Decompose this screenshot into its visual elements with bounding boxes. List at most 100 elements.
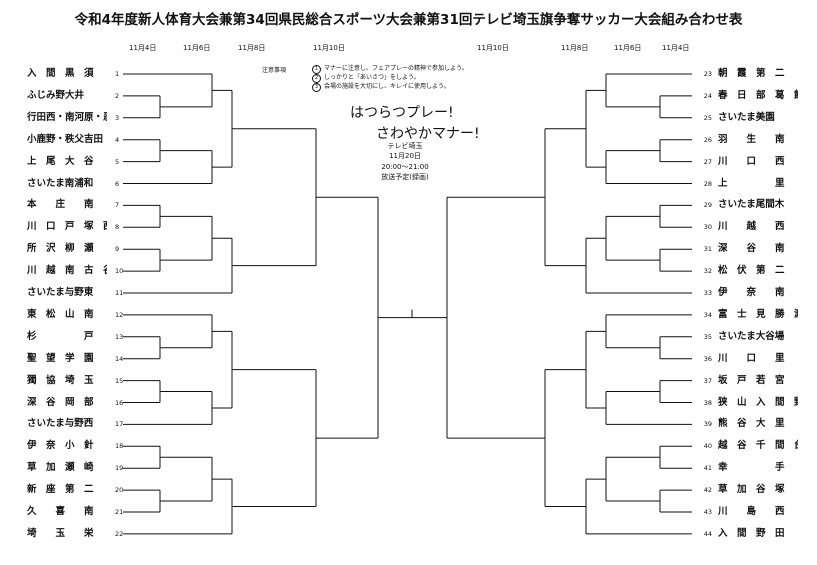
team-name: 深 谷 岡 部	[27, 396, 94, 408]
team-number: 39	[703, 420, 712, 429]
team-number: 17	[115, 420, 124, 429]
team-name: 伊 奈 南	[718, 287, 785, 298]
round2-date-right: 11月6日	[614, 44, 642, 52]
broadcast-time: 20:00〜21:00	[381, 163, 429, 171]
team-name: 入 間 野 田	[718, 527, 785, 539]
broadcast-station: テレビ埼玉	[387, 142, 423, 150]
team-number: 32	[703, 267, 712, 276]
circled-number-icon: 2	[312, 74, 321, 83]
team-name: さいたま南浦和	[27, 177, 94, 189]
team-name: 熊 谷 大 里	[718, 418, 785, 430]
round3-date-right: 11月8日	[561, 44, 589, 52]
team-number: 7	[115, 201, 120, 210]
note-text: しっかりと「あいさつ」をしよう。	[324, 74, 420, 81]
team-name: 川 越 南 古 谷	[27, 265, 107, 277]
team-number: 30	[703, 223, 712, 232]
team-number: 15	[115, 376, 124, 385]
team-name: 埼 玉 栄	[27, 527, 94, 539]
team-name: 伊 奈 小 針	[27, 440, 94, 452]
circled-number-icon: 1	[312, 65, 321, 74]
team-number: 22	[115, 529, 124, 538]
team-name: 羽 生 南	[718, 133, 785, 145]
team-number: 5	[115, 157, 120, 166]
team-name: さいたま美園	[718, 111, 775, 123]
round2-date-left: 11月6日	[183, 44, 211, 52]
team-name: ふじみ野大井	[27, 89, 85, 101]
team-name: 川 島 西	[718, 506, 785, 517]
team-number: 43	[703, 508, 712, 516]
team-name: さいたま尾間木	[718, 199, 785, 211]
team-number: 3	[115, 113, 120, 122]
team-name: さいたま与野西	[27, 418, 94, 430]
team-number: 29	[703, 201, 712, 210]
team-number: 13	[115, 332, 124, 341]
team-name: 朝 霞 第 二	[718, 68, 785, 79]
team-number: 19	[115, 464, 124, 473]
team-name: 新 座 第 二	[27, 484, 94, 496]
round4-date-left: 11月10日	[313, 44, 345, 52]
team-number: 44	[703, 529, 712, 538]
round4-date-right: 11月10日	[477, 44, 509, 52]
team-name: 上 里	[718, 177, 785, 189]
team-number: 23	[703, 70, 712, 78]
team-name: 獨 協 埼 玉	[27, 374, 94, 386]
team-number: 9	[115, 245, 120, 254]
broadcast-date: 11月20日	[389, 152, 421, 160]
team-number: 20	[115, 486, 124, 495]
note-text: マナーに注意し、フェアプレーの精神で参加しよう。	[324, 65, 468, 72]
team-number: 36	[703, 354, 712, 363]
team-name: さいたま与野東	[27, 287, 94, 298]
team-number: 28	[703, 179, 712, 188]
team-name: 幸 手	[718, 462, 785, 474]
team-name: 川 口 戸 塚 西	[27, 221, 107, 233]
team-number: 11	[115, 289, 124, 297]
team-number: 38	[703, 398, 712, 407]
team-number: 26	[703, 135, 712, 144]
team-number: 10	[115, 267, 124, 276]
team-number: 25	[703, 113, 712, 122]
team-name: 富 士 見 勝 瀬	[718, 308, 798, 320]
team-number: 40	[703, 442, 712, 451]
team-name: 川 口 里	[718, 352, 785, 364]
team-number: 8	[115, 223, 120, 232]
team-number: 41	[703, 464, 712, 473]
round1-date-right: 11月4日	[662, 44, 690, 52]
team-name: 所 沢 柳 瀬	[27, 243, 94, 255]
team-number: 14	[115, 354, 124, 363]
team-name: 本 庄 南	[27, 199, 94, 211]
team-name: 久 喜 南	[27, 506, 94, 517]
team-name: 草 加 谷 塚	[718, 484, 785, 496]
team-number: 2	[115, 91, 120, 100]
team-name: 川 越 西	[718, 221, 785, 233]
team-name: 杉 戸	[27, 330, 94, 342]
team-number: 34	[703, 310, 712, 319]
team-number: 16	[115, 398, 124, 407]
team-number: 27	[703, 157, 712, 166]
team-name: 入 間 黒 須	[27, 68, 94, 79]
team-number: 12	[115, 310, 124, 319]
slogan-line-1: はつらつプレー!	[350, 105, 454, 121]
team-name: 草 加 瀬 崎	[27, 462, 94, 474]
team-name: 川 口 西	[718, 155, 785, 167]
team-number: 24	[703, 91, 712, 100]
team-number: 4	[115, 135, 120, 144]
note-text: 会場の施設を大切にし、キレイに使用しよう。	[324, 83, 450, 90]
team-number: 1	[115, 70, 120, 78]
team-number: 31	[703, 245, 712, 254]
team-number: 33	[703, 289, 712, 297]
team-name: 上 尾 大 谷	[27, 155, 94, 167]
team-name: 行田西・南河原・忍	[27, 111, 107, 123]
team-name: 春 日 部 葛 飾	[718, 89, 798, 101]
team-number: 42	[703, 486, 712, 495]
team-number: 37	[703, 376, 712, 385]
round1-date-left: 11月4日	[129, 44, 157, 52]
circled-number-icon: 3	[312, 83, 321, 92]
team-name: 坂 戸 若 宮	[718, 374, 785, 386]
team-name: さいたま大谷場	[718, 330, 785, 342]
team-name: 小鹿野・秩父吉田	[27, 133, 104, 145]
team-number: 35	[703, 332, 712, 341]
team-name: 松 伏 第 二	[718, 265, 785, 277]
